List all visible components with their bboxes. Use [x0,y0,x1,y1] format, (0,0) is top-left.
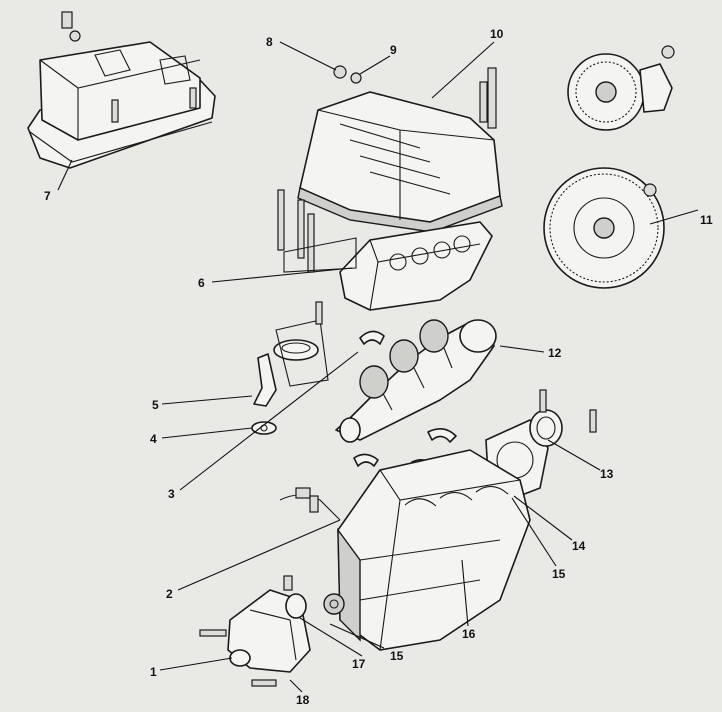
callout-7: 7 [44,189,51,203]
callout-12: 12 [548,346,562,360]
callouts: 1 2 3 4 5 6 7 8 9 10 11 12 13 14 15 15 1… [44,27,713,707]
cylinder-head-cover [297,65,503,233]
callout-4: 4 [150,432,157,446]
flywheel [543,167,665,289]
cylinder-block [323,449,531,651]
callout-10: 10 [490,27,504,41]
callout-16: 16 [462,627,476,641]
callout-13: 13 [600,467,614,481]
callout-1: 1 [150,665,157,679]
clutch-disc [567,45,675,131]
oil-pan [27,11,216,169]
callout-15-lower: 15 [390,649,404,663]
callout-8: 8 [266,35,273,49]
oil-strainer [251,301,329,435]
cylinder-head [277,189,493,311]
callout-3: 3 [168,487,175,501]
callout-11: 11 [700,213,713,227]
callout-5: 5 [152,398,159,412]
leader-lines [57,41,699,693]
callout-6: 6 [198,276,205,290]
crankshaft [335,319,497,443]
callout-18: 18 [296,693,310,707]
callout-17: 17 [352,657,366,671]
callout-14: 14 [572,539,586,553]
dipstick-tube [279,487,341,521]
callout-9: 9 [390,43,397,57]
callout-2: 2 [166,587,173,601]
callout-15-upper: 15 [552,567,566,581]
oil-pump [199,575,311,687]
